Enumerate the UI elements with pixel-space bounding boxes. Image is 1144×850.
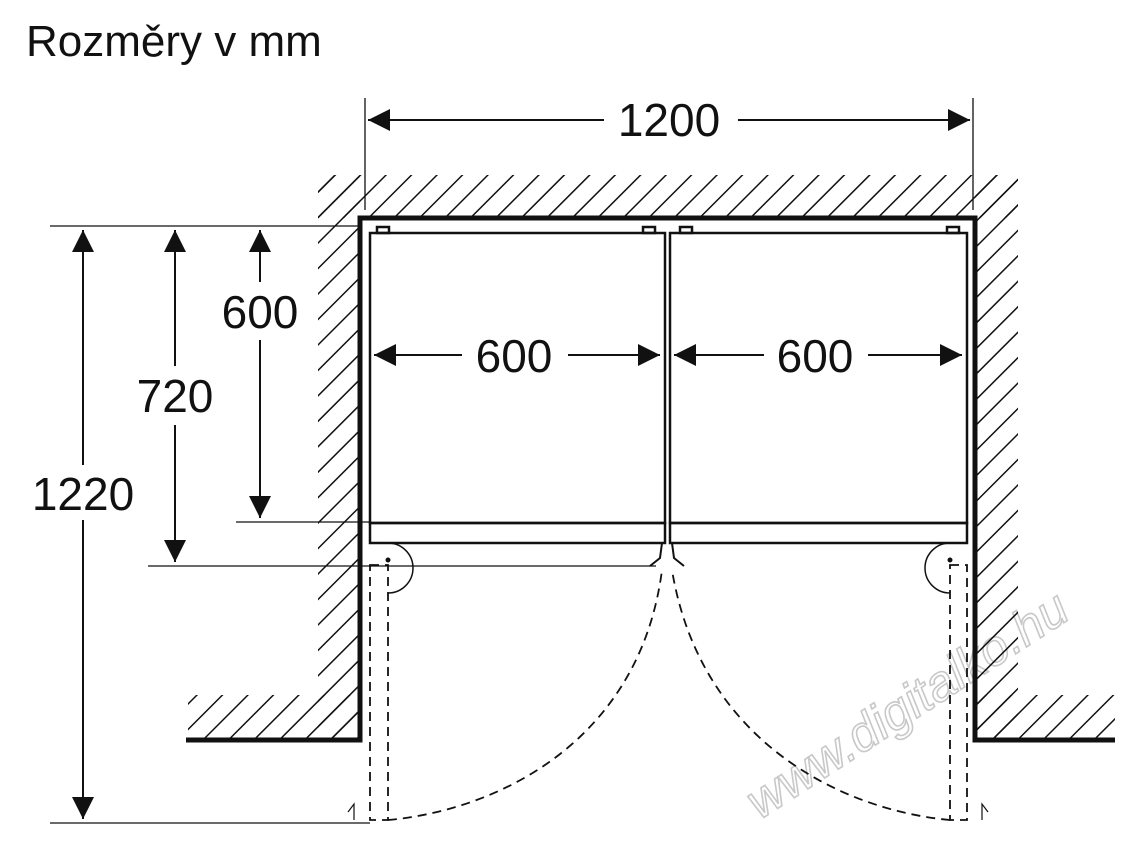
dim-left-width: 600 (476, 330, 553, 382)
diagram-title: Rozměry v mm (26, 17, 322, 66)
dim-total-width: 1200 (618, 94, 720, 146)
dim-depth-with-door: 720 (137, 370, 214, 422)
wall-hatching (188, 175, 1115, 740)
appliance-left (368, 225, 667, 545)
dim-right-width: 600 (777, 330, 854, 382)
niche-outline (186, 215, 1115, 743)
open-doors (369, 564, 968, 821)
hinge-left-arc (387, 542, 414, 594)
door-handles (649, 542, 685, 567)
extension-lines (50, 98, 974, 824)
dimension-lines (72, 109, 970, 819)
hinge-right-arc (924, 542, 951, 594)
dim-total-depth: 1220 (32, 468, 134, 520)
dim-body-depth: 600 (222, 286, 299, 338)
appliance-right (668, 225, 969, 545)
